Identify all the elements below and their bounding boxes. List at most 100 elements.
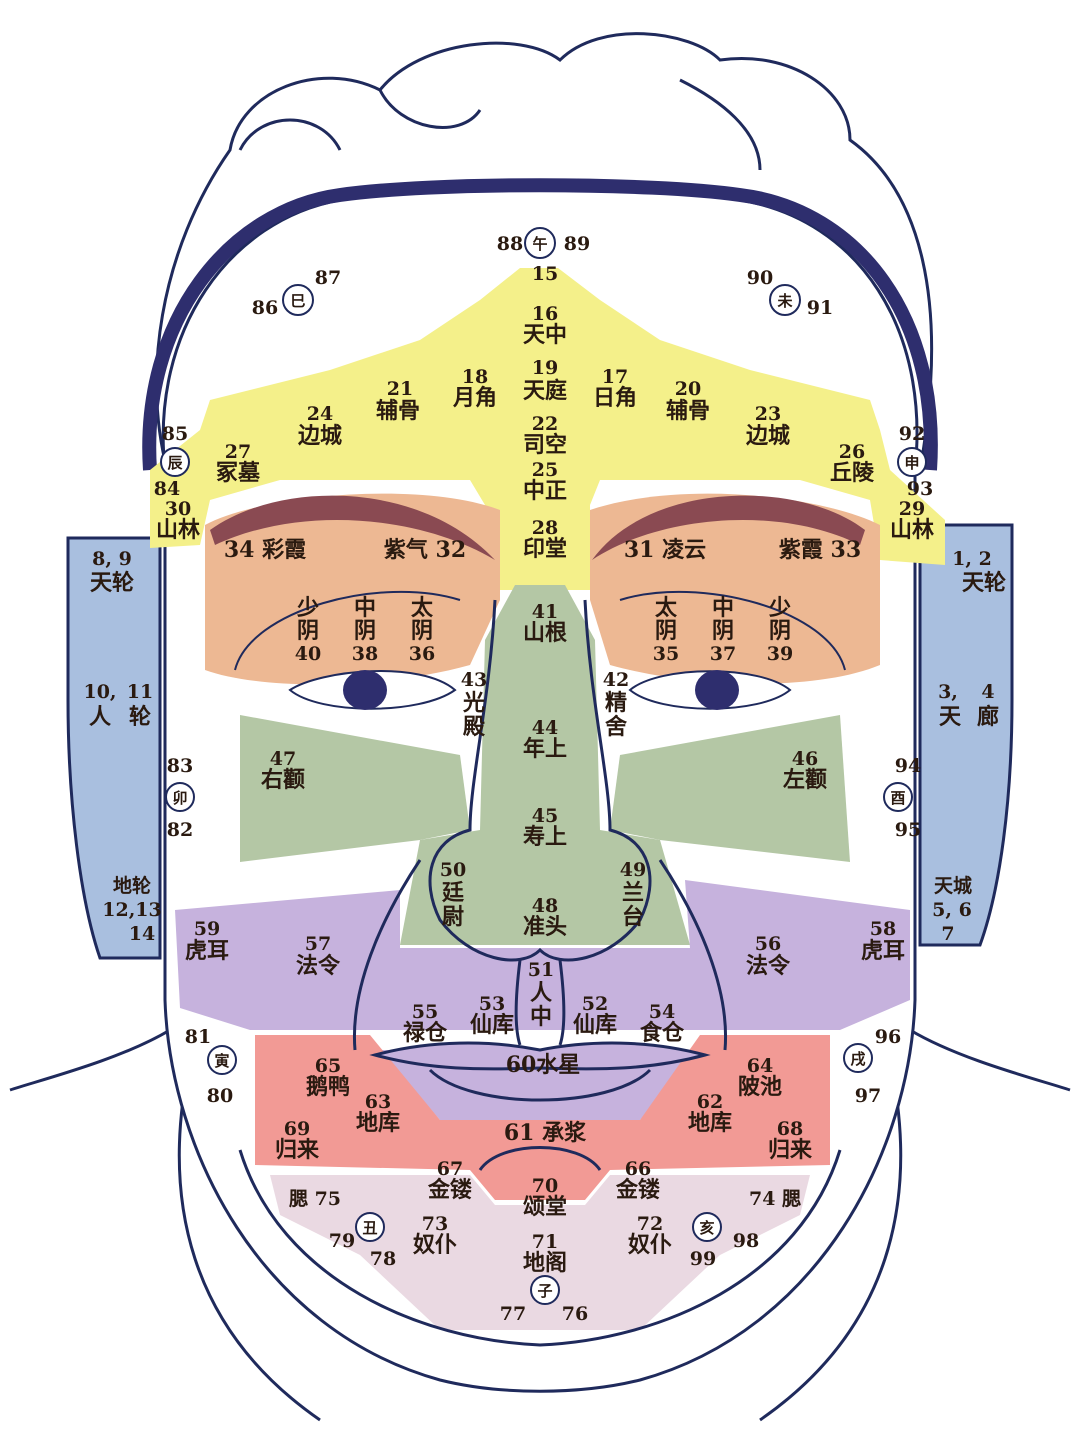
label-48-num: 48	[532, 895, 558, 917]
col-39-b: 阴	[769, 618, 791, 644]
label-21-name: 辅骨	[376, 398, 420, 424]
hairband	[142, 178, 938, 471]
eyebrow-right	[592, 495, 865, 560]
iris-left	[343, 670, 387, 710]
label-33: 紫霞 33	[779, 537, 861, 563]
label-64-num: 64	[747, 1055, 773, 1077]
label-57-num: 57	[305, 933, 331, 955]
label-16-num: 16	[532, 303, 558, 325]
eyebrow-left	[210, 495, 495, 560]
branch-si-circle	[282, 284, 314, 316]
label-59-num: 59	[194, 918, 220, 940]
label-49-num: 49	[620, 859, 646, 881]
num-86: 86	[252, 297, 278, 319]
label-29-num: 29	[899, 498, 925, 520]
label-30-name: 山林	[156, 517, 200, 543]
yin-arc-right	[619, 590, 846, 671]
branch-mao: 卯	[172, 789, 187, 807]
label-21-num: 21	[387, 378, 413, 400]
label-55-num: 55	[412, 1001, 438, 1023]
ear-label-12-13: 12,13	[102, 899, 162, 921]
col-37-b: 阴	[712, 618, 734, 644]
label-63-num: 63	[365, 1091, 391, 1113]
label-53-name: 仙库	[470, 1012, 514, 1038]
num-78: 78	[370, 1248, 396, 1270]
col-40-a: 少	[296, 595, 319, 621]
ear-label-14: 14	[129, 923, 155, 945]
num-81: 81	[185, 1026, 211, 1048]
label-29-name: 山林	[890, 517, 934, 543]
region-labels: 15 16 天中 19 天庭 18 月角 17 日角 21 辅骨 20 辅骨 2…	[156, 263, 934, 1276]
label-65-num: 65	[315, 1055, 341, 1077]
num-90: 90	[747, 267, 773, 289]
col-36-num: 36	[409, 643, 435, 665]
jaw-curve	[238, 1149, 842, 1347]
label-20-num: 20	[675, 378, 701, 400]
col-35-a: 太	[655, 595, 678, 621]
label-27-num: 27	[225, 441, 251, 463]
lower-lip	[428, 1068, 652, 1102]
branch-shen: 申	[904, 454, 919, 472]
ear-label-8-9: 8, 9	[92, 548, 132, 570]
label-74: 74 腮	[749, 1188, 801, 1210]
label-28-name: 印堂	[523, 536, 567, 562]
label-42-char-a: 精	[605, 690, 627, 716]
ear-label-10: 10,	[83, 681, 116, 703]
ear-label-1-2: 1, 2	[952, 548, 992, 570]
branch-zi-circle	[530, 1275, 560, 1305]
col-40-b: 阴	[297, 618, 319, 644]
num-95: 95	[895, 819, 921, 841]
ear-label-11-name: 轮	[129, 704, 151, 730]
cheek-region-left	[240, 715, 470, 862]
ear-label-tiancheng: 天城	[934, 874, 972, 897]
label-48-name: 准头	[523, 914, 567, 940]
eye-region-left	[205, 493, 500, 685]
upper-lip	[369, 1041, 711, 1071]
label-68-name: 归来	[768, 1137, 813, 1163]
label-73-num: 73	[422, 1213, 448, 1235]
vertical-labels: 43 光 殿 42 精 舍 50 廷 尉 49 兰 台 51 人 中	[440, 669, 646, 1030]
branch-chou-circle	[355, 1212, 385, 1242]
label-17-name: 日角	[593, 385, 637, 411]
num-93: 93	[907, 478, 933, 500]
branch-xu: 戌	[850, 1050, 865, 1068]
label-52-num: 52	[582, 993, 608, 1015]
chin-region	[255, 1035, 830, 1200]
cheek-region-right	[610, 715, 850, 862]
label-26-num: 26	[839, 441, 865, 463]
label-18-name: 月角	[452, 385, 497, 411]
branch-wei: 未	[776, 292, 793, 310]
col-40-num: 40	[295, 643, 321, 665]
label-58-name: 虎耳	[861, 938, 905, 964]
label-67-name: 金镂	[427, 1177, 472, 1203]
hair-curl-1	[238, 118, 342, 151]
ear-label-4: 4	[981, 681, 994, 703]
branch-yin: 寅	[214, 1052, 229, 1070]
label-22-name: 司空	[523, 432, 567, 458]
label-19-name: 天庭	[523, 378, 567, 404]
ear-right-of-image-left	[66, 536, 162, 960]
ear-left-of-image-right	[918, 523, 1014, 947]
num-87: 87	[315, 267, 341, 289]
label-24-num: 24	[307, 403, 333, 425]
nasolabial-left	[352, 859, 422, 1051]
num-98: 98	[733, 1230, 759, 1252]
col-38-num: 38	[352, 643, 378, 665]
label-41-name: 山根	[523, 620, 567, 646]
col-36-b: 阴	[411, 618, 433, 644]
num-77: 77	[500, 1303, 526, 1325]
num-89: 89	[564, 233, 590, 255]
label-68-num: 68	[777, 1118, 803, 1140]
label-23-num: 23	[755, 403, 781, 425]
label-26-name: 丘陵	[830, 460, 875, 486]
hair	[155, 32, 934, 481]
col-35-b: 阴	[655, 618, 677, 644]
label-66-num: 66	[625, 1158, 651, 1180]
ear-label-8-9-name: 天轮	[90, 570, 134, 596]
col-37-num: 37	[710, 643, 736, 665]
label-42-char-b: 舍	[605, 714, 628, 740]
label-50-char-a: 廷	[441, 880, 465, 906]
eye-region-right	[590, 493, 880, 684]
label-24-name: 边城	[297, 423, 342, 449]
label-42-num: 42	[603, 669, 629, 691]
